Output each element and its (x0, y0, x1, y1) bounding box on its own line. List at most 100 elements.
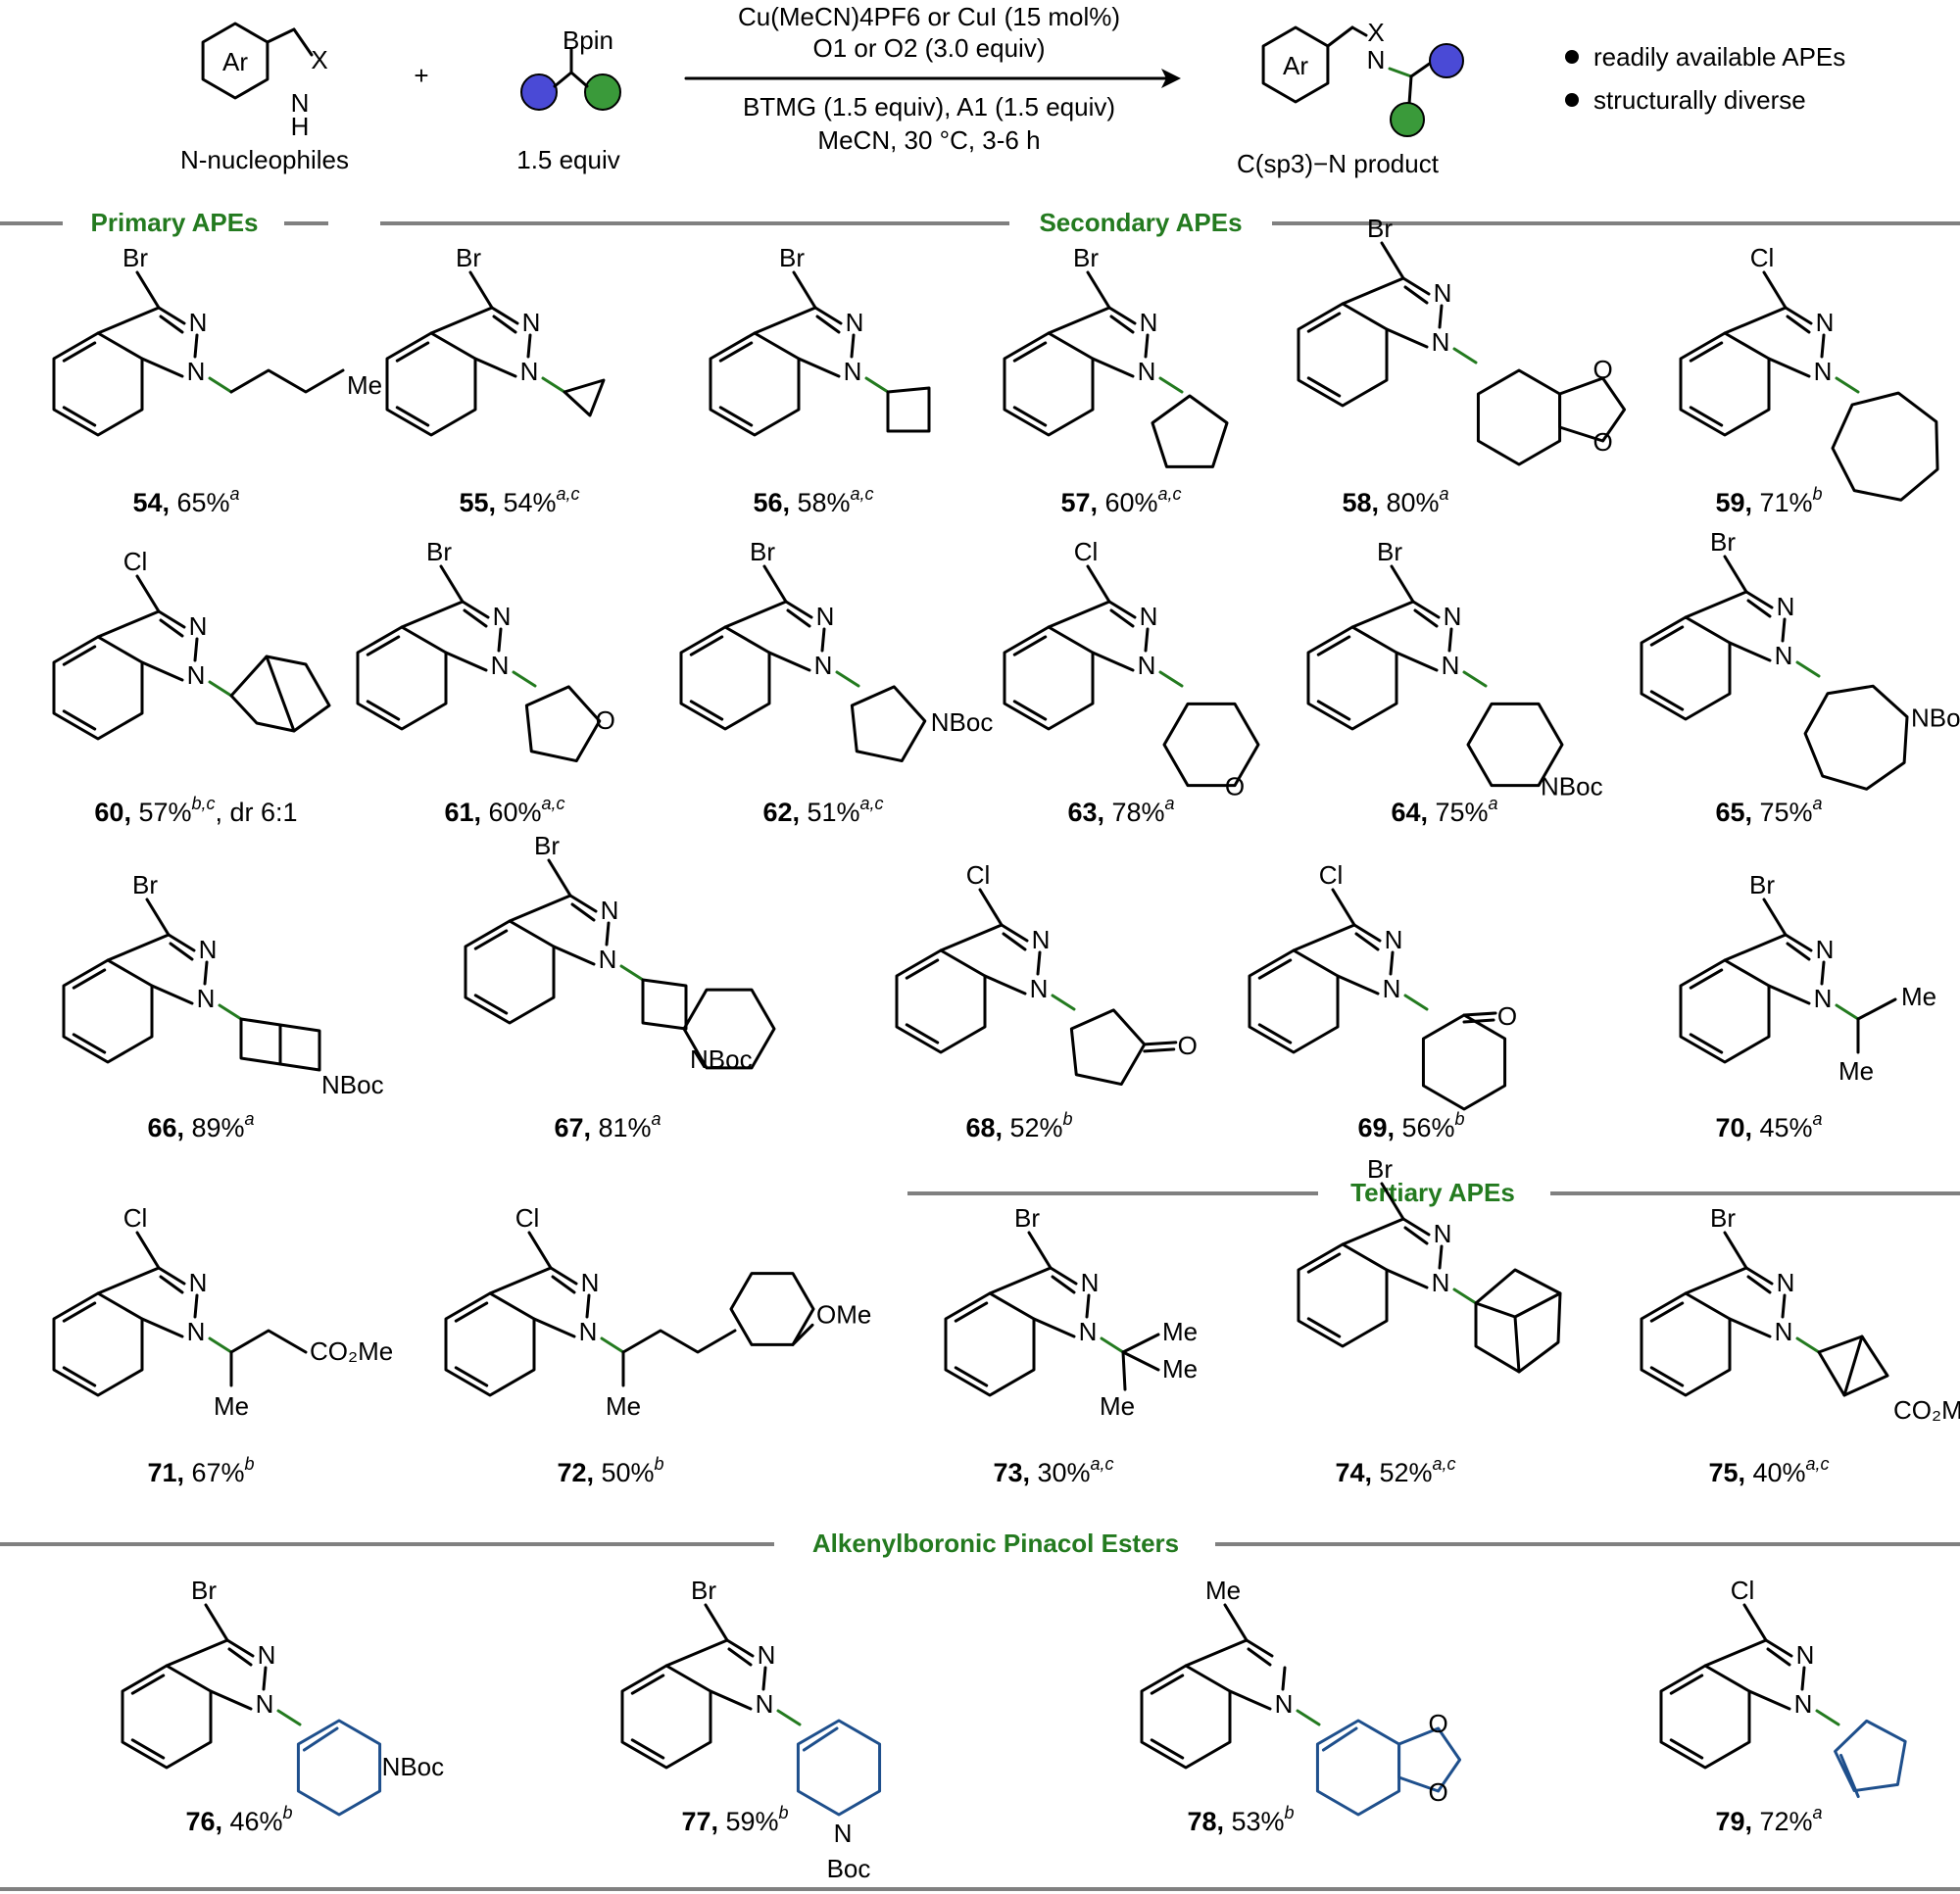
double-bond (159, 618, 184, 638)
n1-atom: N (599, 945, 617, 974)
halogen-label: Cl (1731, 1576, 1755, 1605)
benzene-ring (944, 1291, 1036, 1397)
n2-atom: N (601, 896, 619, 925)
halogen-label: Br (132, 870, 158, 899)
bond (1401, 276, 1431, 296)
cycloheptyl (1831, 391, 1939, 502)
footnote-marks: a (1813, 1109, 1823, 1129)
bond (209, 1689, 253, 1711)
bond (1703, 1638, 1768, 1668)
double-bond (62, 1301, 97, 1323)
comma: , (792, 798, 807, 827)
bond (1091, 357, 1135, 378)
benzene-ring (1640, 615, 1732, 721)
footnote-marks: a,c (851, 484, 874, 504)
footnote-marks: a (1165, 794, 1175, 813)
compound-caption: 78, 53%b (1187, 1803, 1294, 1836)
compound-caption: 62, 51%a,c (762, 794, 883, 827)
bond (1447, 627, 1453, 653)
yield: 81% (599, 1113, 652, 1142)
bond (444, 651, 488, 672)
halogen-label: Cl (123, 1203, 148, 1233)
halogen-bond (792, 270, 817, 310)
yield: 67% (192, 1458, 245, 1487)
double-bond (1316, 635, 1351, 656)
bond (1000, 923, 1029, 943)
bond (549, 1266, 578, 1286)
compound-caption: 76, 46%b (185, 1803, 292, 1836)
section-tertiary: Tertiary APEs (1350, 1178, 1515, 1207)
bond (140, 357, 184, 378)
new-cn-bond (1403, 994, 1429, 1011)
compound-id: 78 (1187, 1807, 1216, 1836)
bond (767, 651, 811, 672)
blue-substituent (1429, 43, 1464, 78)
double-bond (1689, 341, 1724, 363)
footnote-marks: b (283, 1803, 293, 1822)
new-cn-bond (1462, 670, 1488, 688)
n1-atom: N (1432, 327, 1450, 357)
halogen-label: Br (750, 537, 775, 566)
double-bond (1649, 625, 1685, 647)
n2-atom: N (1140, 308, 1158, 337)
bond (1781, 1293, 1787, 1319)
bond (96, 1266, 161, 1295)
yield: 53% (1232, 1807, 1285, 1836)
bond (1820, 960, 1826, 986)
comma: , (1744, 488, 1759, 517)
benzene-ring (356, 625, 448, 731)
new-cn-bond (1452, 1287, 1478, 1305)
compound-id: 55 (459, 488, 488, 517)
ome-label: OMe (816, 1299, 871, 1329)
double-bond (1306, 312, 1342, 333)
footnote-marks: a (245, 1109, 255, 1129)
bond (1800, 1666, 1806, 1691)
footnote-marks: a,c (860, 794, 884, 813)
benzene-ring (1679, 331, 1771, 437)
double-bond (1669, 1674, 1704, 1695)
bond (473, 357, 517, 378)
comma: , (1387, 1113, 1401, 1142)
compound-caption: 67, 81%a (554, 1109, 661, 1142)
compound-id: 60 (94, 798, 123, 827)
halogen-bond (1762, 898, 1788, 937)
halogen-bond (1027, 1231, 1053, 1270)
bond (1856, 997, 1897, 1021)
benzene-ring (1679, 958, 1771, 1064)
footnote-marks: a,c (1433, 1454, 1456, 1474)
n2-atom: N (1777, 1268, 1795, 1297)
yield: 78% (1112, 798, 1165, 827)
bond (1438, 1244, 1444, 1270)
bond (266, 27, 296, 44)
x-atom: X (311, 45, 327, 74)
thf-ring (524, 685, 602, 763)
compound-caption: 60, 57%b,c, dr 6:1 (94, 794, 297, 827)
ester-label: CO₂Me (1893, 1395, 1960, 1425)
bond (1474, 1301, 1517, 1319)
footnote-marks: a (1813, 794, 1823, 813)
halogen-label: Br (1367, 1154, 1393, 1184)
ketone-ring (1421, 1013, 1507, 1111)
n1-atom: N (1138, 357, 1156, 386)
bond (1684, 590, 1748, 619)
bond (1107, 306, 1137, 325)
yield: 30% (1038, 1458, 1091, 1487)
new-cn-bond (1296, 1709, 1321, 1726)
double-bond (62, 1366, 97, 1387)
bond (292, 27, 314, 57)
bond (140, 1317, 184, 1338)
double-bond (473, 994, 509, 1015)
n1-atom: N (520, 357, 539, 386)
